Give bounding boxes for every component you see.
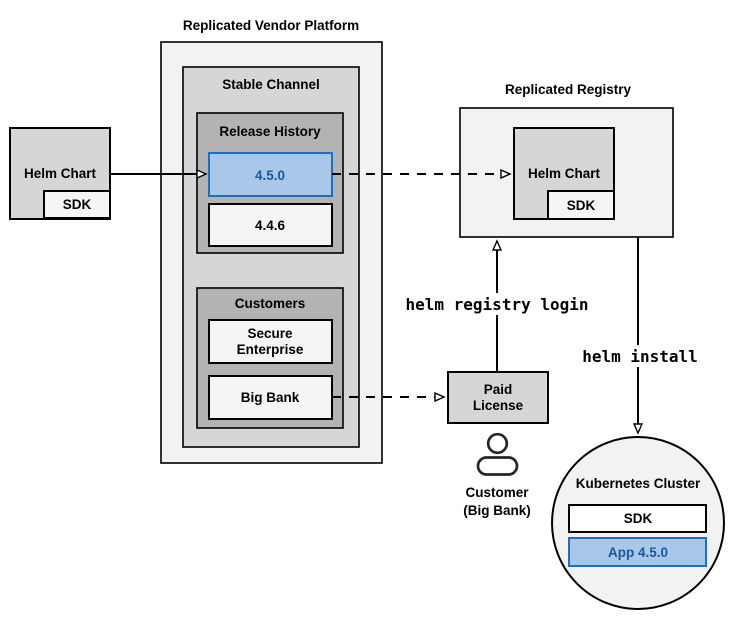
helm-chart-source-label: Helm Chart bbox=[24, 166, 97, 181]
registry-login-label-background bbox=[399, 293, 595, 315]
customer-actor-label-line2: (Big Bank) bbox=[463, 503, 531, 518]
registry-title: Replicated Registry bbox=[505, 82, 632, 97]
helm-chart-source-sdk-label: SDK bbox=[63, 197, 92, 212]
registry-helm-chart-sdk-box bbox=[547, 190, 615, 220]
version-446-box bbox=[208, 203, 333, 247]
helm-chart-source-sdk-box bbox=[43, 190, 111, 219]
cluster-sdk-label: SDK bbox=[624, 511, 653, 526]
big-bank-box bbox=[208, 375, 333, 420]
kubernetes-cluster-label: Kubernetes Cluster bbox=[576, 476, 701, 491]
secure-enterprise-label-line2: Enterprise bbox=[237, 342, 304, 357]
person-icon bbox=[476, 432, 519, 476]
paid-license-label-line1: Paid bbox=[484, 382, 513, 397]
stable-channel-label: Stable Channel bbox=[222, 77, 320, 92]
cluster-app-label: App 4.5.0 bbox=[608, 545, 668, 560]
registry-helm-chart-label: Helm Chart bbox=[528, 166, 601, 181]
big-bank-label: Big Bank bbox=[241, 390, 300, 405]
helm-install-command: helm install bbox=[582, 347, 698, 366]
version-450-label: 4.5.0 bbox=[255, 168, 285, 183]
secure-enterprise-label-line1: Secure bbox=[247, 326, 293, 341]
registry-helm-chart-sdk-label: SDK bbox=[567, 198, 596, 213]
secure-enterprise-box bbox=[208, 319, 333, 364]
paid-license-label-line2: License bbox=[473, 398, 524, 413]
customers-label: Customers bbox=[235, 296, 306, 311]
customer-actor-label-line1: Customer bbox=[465, 485, 529, 500]
helm-registry-login-command: helm registry login bbox=[405, 295, 588, 314]
vendor-platform-title: Replicated Vendor Platform bbox=[183, 18, 359, 33]
helm-install-label-background bbox=[574, 345, 704, 367]
cluster-sdk-box bbox=[568, 504, 707, 533]
release-history-label: Release History bbox=[219, 124, 321, 139]
version-446-label: 4.4.6 bbox=[255, 218, 286, 233]
cluster-app-box bbox=[568, 537, 707, 567]
